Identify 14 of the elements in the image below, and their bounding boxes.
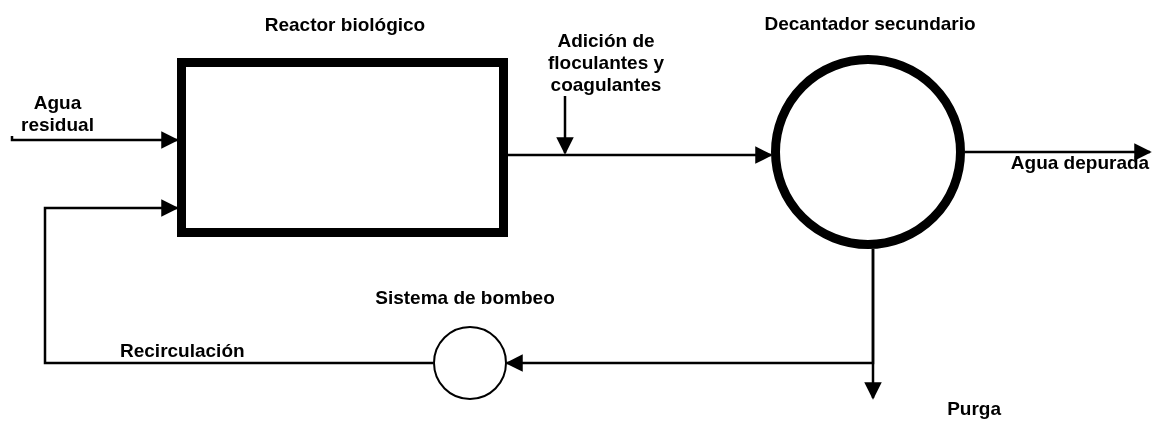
- arrow: [508, 146, 773, 164]
- arrow: [864, 249, 882, 400]
- clarifier-title: Decantador secundario: [763, 13, 977, 35]
- arrow: [965, 143, 1152, 161]
- inlet-label: Agua residual: [20, 92, 95, 136]
- arrow: [43, 199, 433, 365]
- reactor-title: Reactor biológico: [263, 14, 427, 36]
- arrow: [10, 131, 179, 149]
- purge-label: Purga: [946, 398, 1001, 420]
- outlet-label: Agua depurada: [1010, 152, 1150, 174]
- edge-label: Recirculación: [120, 340, 245, 362]
- arrow: [556, 96, 574, 155]
- pump-title: Sistema de bombeo: [374, 287, 556, 309]
- dosing-label: Adición de floculantes y coagulantes: [546, 30, 666, 96]
